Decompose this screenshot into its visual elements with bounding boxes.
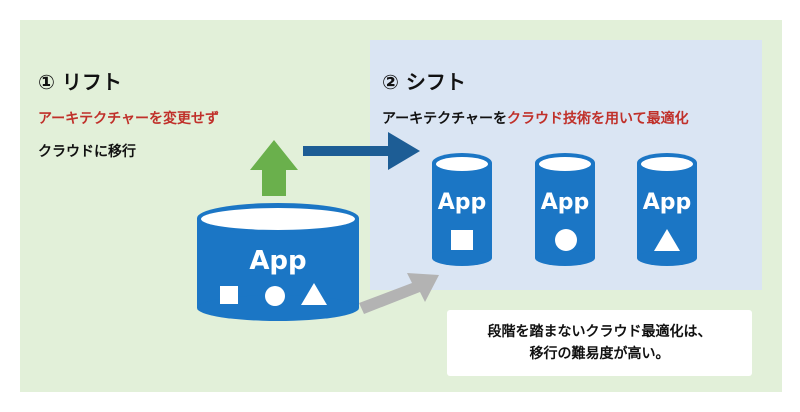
- lift-subtitle: アーキテクチャーを変更せず: [38, 111, 220, 127]
- square-icon: [220, 286, 238, 304]
- callout-line-1: 段階を踏まないクラウド最適化は、: [487, 324, 712, 340]
- callout-line-2: 移行の難易度が高い。: [529, 346, 670, 362]
- difficulty-callout: 段階を踏まないクラウド最適化は、 移行の難易度が高い。: [447, 310, 752, 376]
- shift-subtitle-highlight: クラウド技術を用いて最適化: [507, 111, 689, 127]
- circle-icon: [555, 229, 577, 251]
- target-app-label-2: App: [540, 190, 590, 215]
- target-app-label-1: App: [437, 190, 487, 215]
- triangle-icon: [301, 283, 327, 305]
- lift-description: クラウドに移行: [38, 144, 136, 160]
- triangle-icon: [654, 229, 680, 251]
- shift-title: ② シフト: [382, 70, 466, 94]
- shift-subtitle: アーキテクチャーをクラウド技術を用いて最適化: [382, 108, 689, 128]
- direct-optimization-arrow: [359, 273, 439, 314]
- square-icon: [451, 230, 473, 250]
- shift-arrow: [303, 132, 420, 170]
- lift-title: ① リフト: [38, 70, 122, 94]
- shift-subtitle-prefix: アーキテクチャーを: [382, 111, 508, 127]
- target-app-label-3: App: [642, 190, 692, 215]
- lift-arrow: [250, 140, 298, 196]
- source-app-label: App: [249, 246, 307, 276]
- circle-icon: [265, 286, 285, 306]
